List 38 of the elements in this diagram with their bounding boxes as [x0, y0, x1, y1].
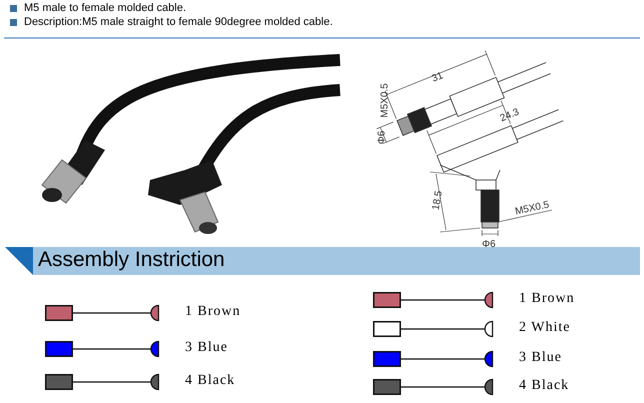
wire-end-box — [373, 292, 401, 308]
dimension-label: M5X0.5 — [514, 200, 550, 218]
dimension-label: 31 — [430, 70, 445, 85]
pin-contact-symbol — [150, 341, 159, 357]
wire-label: 4 Black — [519, 378, 570, 394]
wire-line — [401, 299, 485, 301]
dimension-label: 18.5 — [430, 190, 445, 212]
pin-contact-symbol — [484, 379, 493, 395]
description-text: Description:M5 male straight to female 90degree molded cable. — [24, 16, 333, 28]
dimension-label: M5X0.5 — [380, 83, 391, 118]
section-heading: Assembly Instriction — [38, 248, 225, 272]
pin-contact-symbol — [150, 374, 159, 390]
dimension-label: Φ6 — [376, 130, 388, 144]
description-text: M5 male to female molded cable. — [24, 2, 186, 14]
wire-end-box — [373, 351, 401, 367]
wire-line — [401, 386, 485, 388]
wire-end-box — [373, 321, 401, 337]
wire-end-box — [45, 305, 73, 321]
pin-contact-symbol — [484, 292, 493, 308]
wire-label: 3 Blue — [519, 350, 562, 366]
wire-line — [401, 328, 485, 330]
pin-contact-symbol — [150, 305, 159, 321]
wire-end-box — [45, 374, 73, 390]
wire-line — [73, 381, 151, 383]
wire-label: 1 Brown — [185, 304, 241, 320]
wire-label: 4 Black — [185, 373, 236, 389]
wire-line — [73, 312, 151, 314]
wire-end-box — [45, 341, 73, 357]
wire-line — [73, 348, 151, 350]
wire-label: 2 White — [519, 320, 570, 336]
wire-label: 3 Blue — [185, 340, 228, 356]
pin-contact-symbol — [484, 321, 493, 337]
wire-label: 1 Brown — [519, 291, 575, 307]
dimension-label: 24.3 — [498, 106, 521, 124]
dimension-label: Φ6 — [482, 239, 496, 250]
pin-contact-symbol — [484, 351, 493, 367]
wire-line — [401, 358, 485, 360]
wire-end-box — [373, 379, 401, 395]
